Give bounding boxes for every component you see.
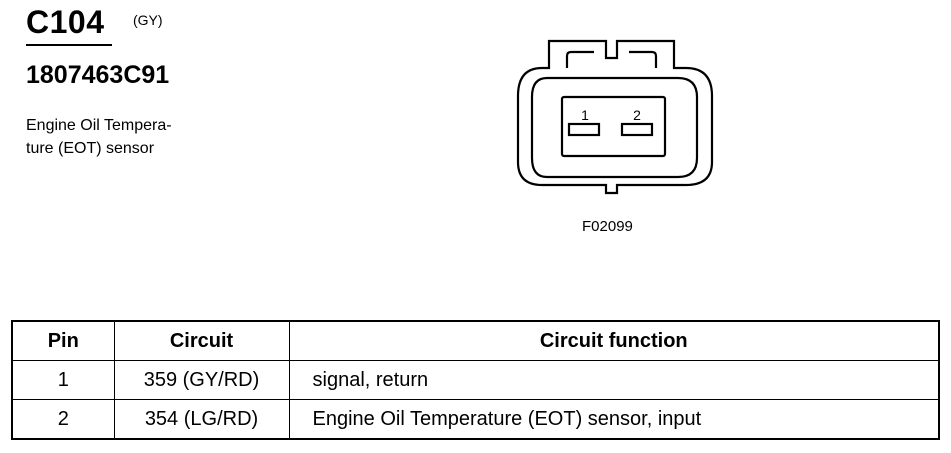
function-cell: Engine Oil Temperature (EOT) sensor, inp… (288, 399, 940, 440)
function-column-header: Circuit function (288, 320, 940, 361)
connector-outer-shell (516, 39, 714, 195)
pin-table: Pin Circuit Circuit function 1 359 (GY/R… (11, 320, 940, 440)
pin-2-terminal (620, 122, 654, 137)
pin-cell: 2 (11, 399, 115, 440)
circuit-cell: 354 (LG/RD) (113, 399, 290, 440)
circuit-column-header: Circuit (113, 320, 290, 361)
figure-id: F02099 (582, 218, 633, 235)
connector-inner-outline (530, 76, 699, 179)
connector-latch-slot (565, 50, 594, 68)
part-number: 1807463C91 (26, 61, 170, 89)
pin-1-terminal (567, 122, 601, 137)
terminal-cavity (560, 95, 667, 158)
connector-id: C104 (26, 4, 105, 40)
description-line: Engine Oil Tempera- (26, 117, 172, 134)
connector-description: Engine Oil Tempera- ture (EOT) sensor (26, 114, 226, 160)
table-row: 2 354 (LG/RD) Engine Oil Temperature (EO… (11, 399, 940, 440)
pin-column-header: Pin (11, 320, 115, 361)
table-header-row: Pin Circuit Circuit function (11, 320, 940, 361)
pin-2-label: 2 (633, 107, 641, 123)
pin-cell: 1 (11, 360, 115, 400)
connector-latch-slot (629, 50, 658, 68)
connector-id-underline (26, 44, 112, 46)
table-row: 1 359 (GY/RD) signal, return (11, 360, 940, 400)
connector-face-drawing: 1 2 (516, 39, 714, 195)
connector-color-code: (GY) (133, 12, 163, 28)
circuit-cell: 359 (GY/RD) (113, 360, 290, 400)
function-cell: signal, return (288, 360, 940, 400)
pin-1-label: 1 (581, 107, 589, 123)
description-line: ture (EOT) sensor (26, 140, 155, 157)
